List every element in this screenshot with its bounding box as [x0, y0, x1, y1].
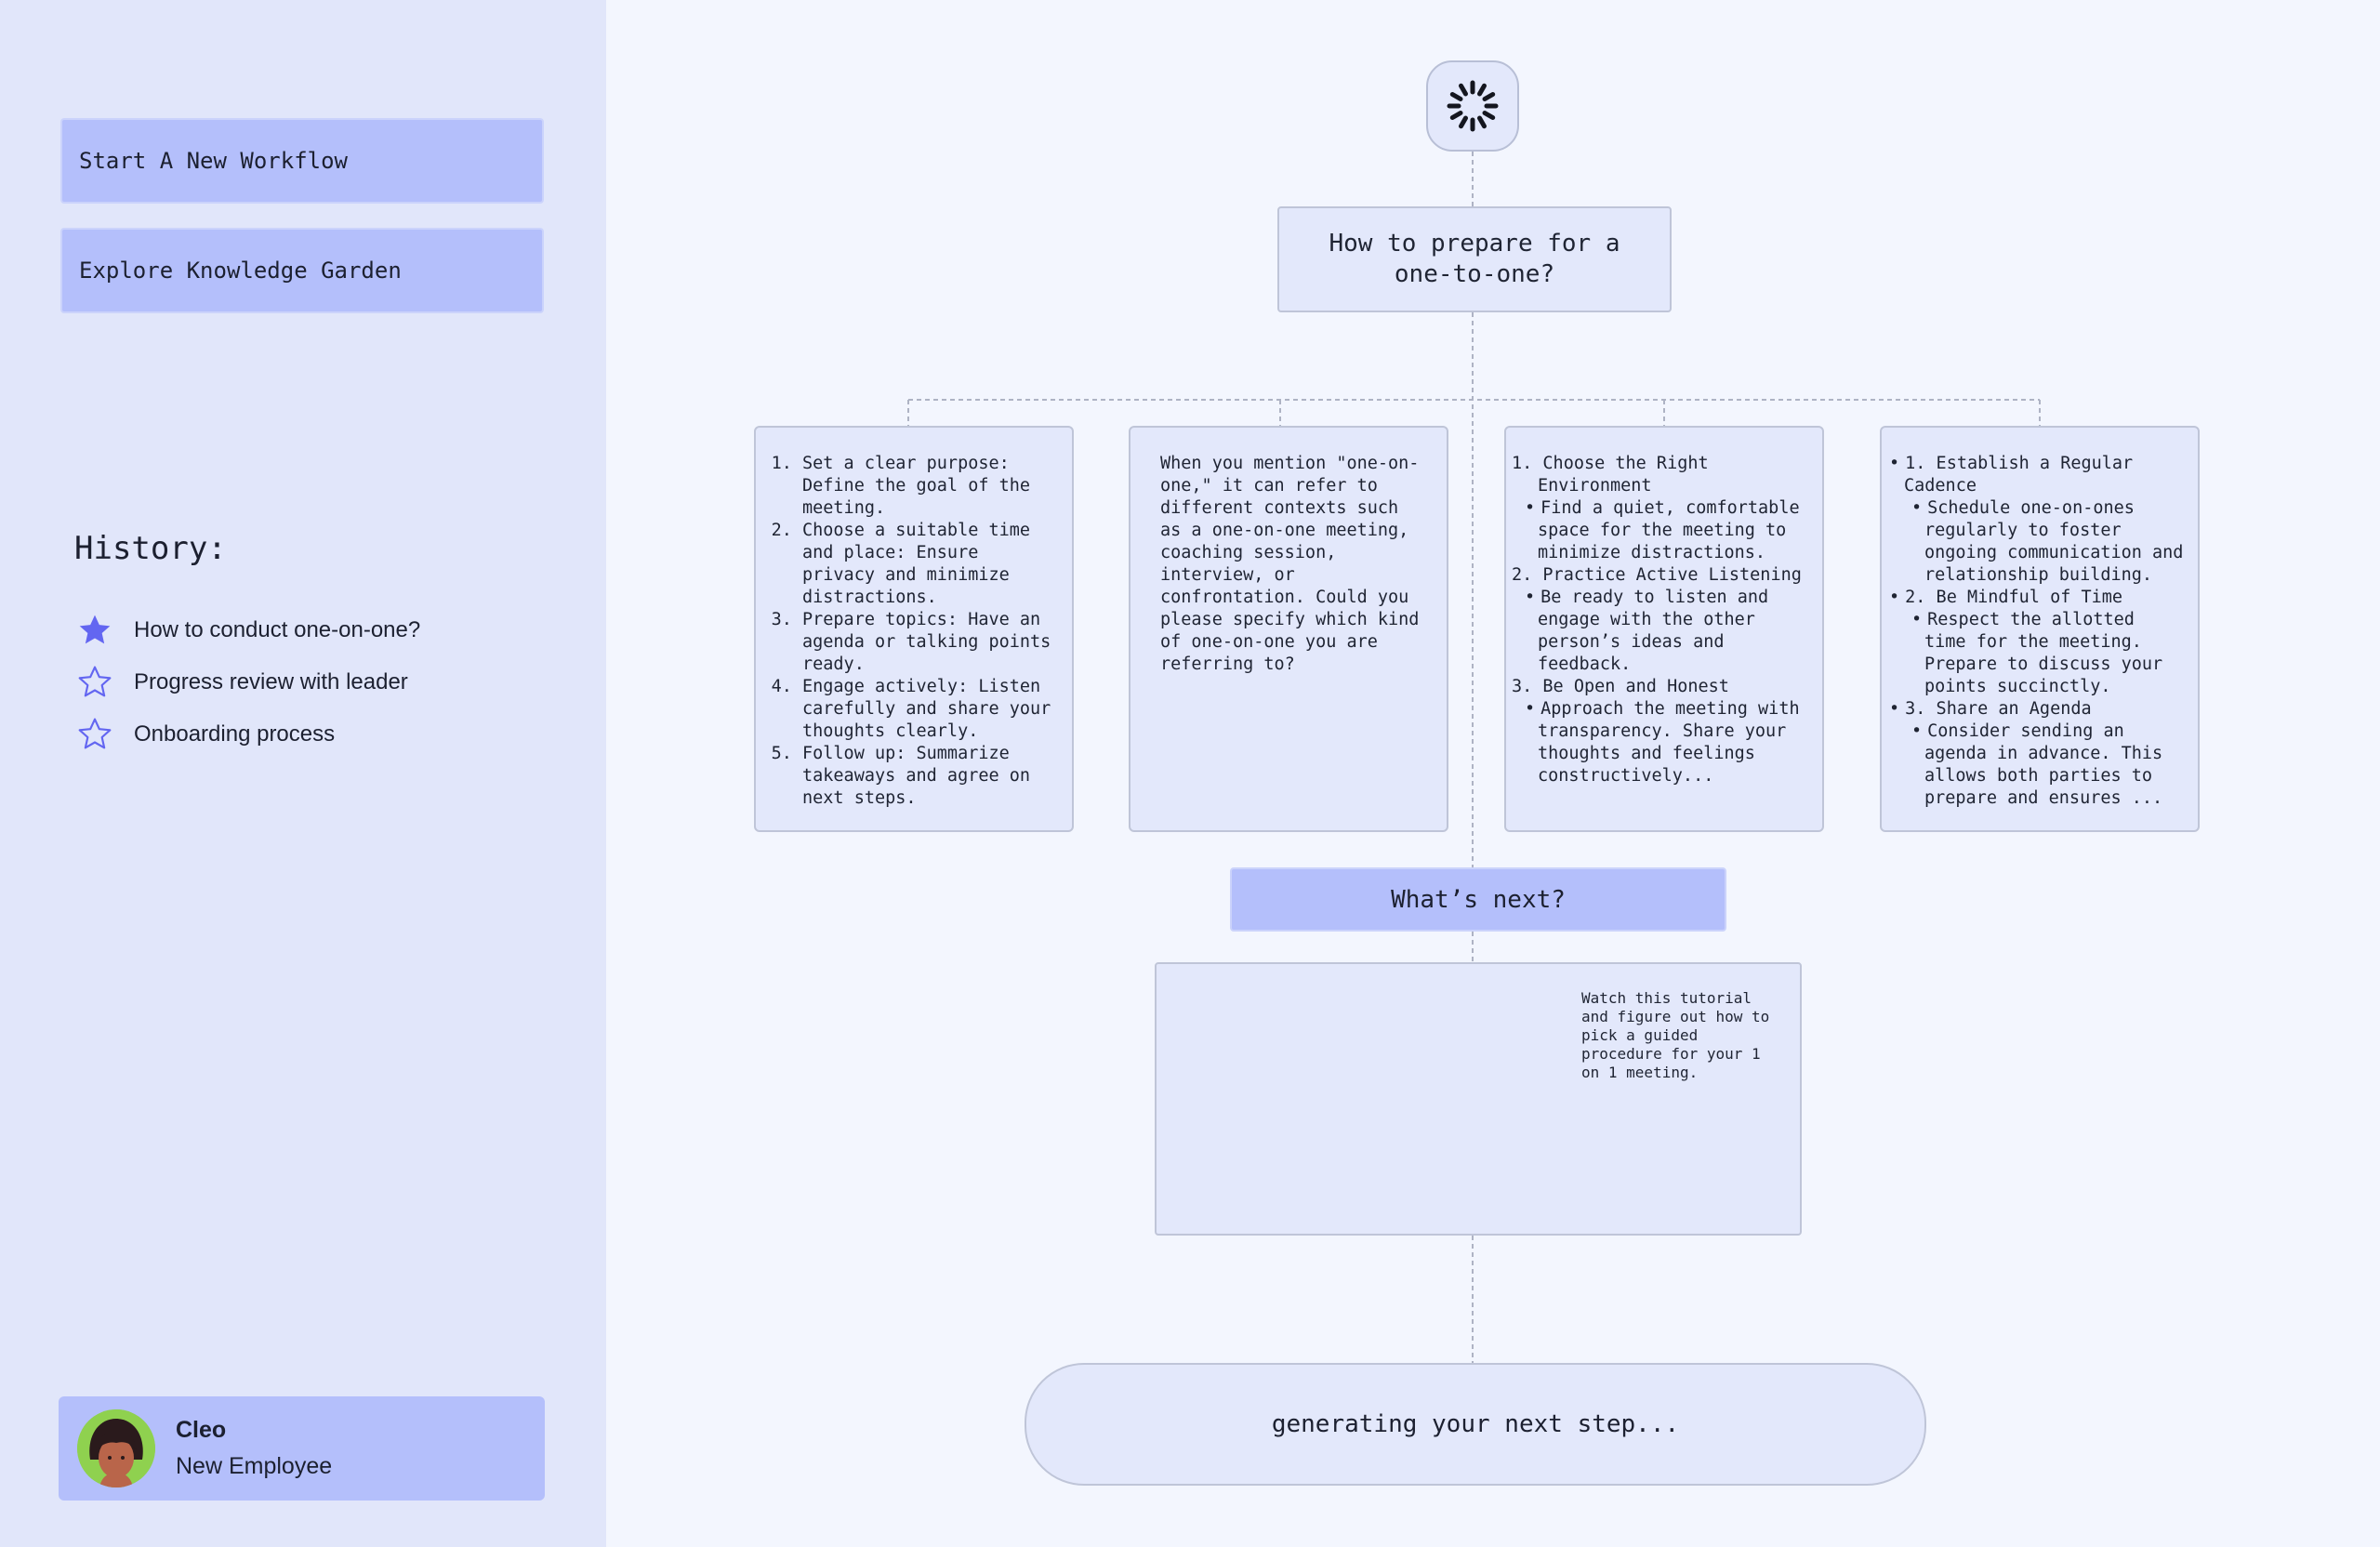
history-item-label: Onboarding process	[134, 721, 336, 747]
user-profile[interactable]: Cleo New Employee	[59, 1396, 545, 1501]
list-item: 1. Choose the Right Environment	[1512, 454, 1709, 496]
explore-knowledge-garden-button[interactable]: Explore Knowledge Garden	[60, 228, 544, 313]
list-item: Engage actively: Listen carefully and sh…	[802, 676, 1055, 743]
history-item-label: Progress review with leader	[134, 669, 408, 694]
history-item-label: How to conduct one-on-one?	[134, 617, 421, 642]
list-item: Prepare topics: Have an agenda or talkin…	[802, 609, 1055, 676]
tutorial-text: Watch this tutorial and figure out how t…	[1581, 989, 1770, 1081]
profile-role: New Employee	[176, 1453, 333, 1479]
loading-spinner-icon	[1447, 80, 1499, 132]
star-outline-icon[interactable]	[74, 662, 115, 703]
history-list: How to conduct one-on-one? Progress revi…	[74, 604, 420, 760]
list-item: Be ready to listen and engage with the o…	[1512, 587, 1809, 676]
list-item: 3. Share an Agenda	[1889, 698, 2185, 721]
history-item-progress-review[interactable]: Progress review with leader	[74, 656, 420, 708]
list-item: Respect the allotted time for the meetin…	[1889, 609, 2185, 698]
workflow-canvas: How to prepare for a one-to-one? Set a c…	[606, 0, 2380, 1547]
list-item: Follow up: Summarize takeaways and agree…	[802, 743, 1055, 810]
list-item: 2. Be Mindful of Time	[1889, 587, 2185, 609]
list-item: Consider sending an agenda in advance. T…	[1889, 721, 2185, 810]
list-item: Approach the meeting with transparency. …	[1512, 698, 1809, 787]
list-item: 1. Establish a Regular Cadence	[1889, 453, 2185, 497]
profile-name: Cleo	[176, 1417, 227, 1443]
list-item: 2. Practice Active Listening	[1512, 565, 1802, 585]
star-filled-icon[interactable]	[74, 610, 115, 651]
history-item-onboarding[interactable]: Onboarding process	[74, 708, 420, 760]
answer-text: When you mention "one-on-one," it can re…	[1160, 454, 1420, 674]
list-item: Set a clear purpose: Define the goal of …	[802, 453, 1055, 520]
avatar	[77, 1409, 155, 1488]
start-new-workflow-button[interactable]: Start A New Workflow	[60, 118, 544, 204]
sidebar: Start A New Workflow Explore Knowledge G…	[0, 0, 606, 1547]
generating-status: generating your next step...	[1025, 1363, 1926, 1486]
answer-card-4[interactable]: 1. Establish a Regular Cadence Schedule …	[1880, 426, 2200, 832]
list-item: Find a quiet, comfortable space for the …	[1512, 497, 1809, 564]
answer-card-2[interactable]: When you mention "one-on-one," it can re…	[1129, 426, 1448, 832]
answer-list: 1. Establish a Regular Cadence Schedule …	[1889, 453, 2185, 810]
history-item-conduct-one-on-one[interactable]: How to conduct one-on-one?	[74, 604, 420, 656]
list-item: Choose a suitable time and place: Ensure…	[802, 520, 1055, 609]
list-item: Schedule one-on-ones regularly to foster…	[1889, 497, 2185, 587]
question-node: How to prepare for a one-to-one?	[1277, 206, 1672, 312]
connector-lines	[907, 152, 2041, 1363]
loading-spinner	[1426, 60, 1519, 152]
answer-list: Set a clear purpose: Define the goal of …	[771, 453, 1055, 810]
history-title: History:	[74, 530, 227, 567]
tutorial-card[interactable]: Watch this tutorial and figure out how t…	[1155, 962, 1802, 1236]
answer-list: 1. Choose the Right Environment Find a q…	[1512, 453, 1809, 787]
answer-card-1[interactable]: Set a clear purpose: Define the goal of …	[754, 426, 1074, 832]
answer-card-3[interactable]: 1. Choose the Right Environment Find a q…	[1504, 426, 1824, 832]
star-outline-icon[interactable]	[74, 714, 115, 755]
whats-next-button[interactable]: What’s next?	[1230, 867, 1726, 932]
list-item: 3. Be Open and Honest	[1512, 677, 1729, 696]
